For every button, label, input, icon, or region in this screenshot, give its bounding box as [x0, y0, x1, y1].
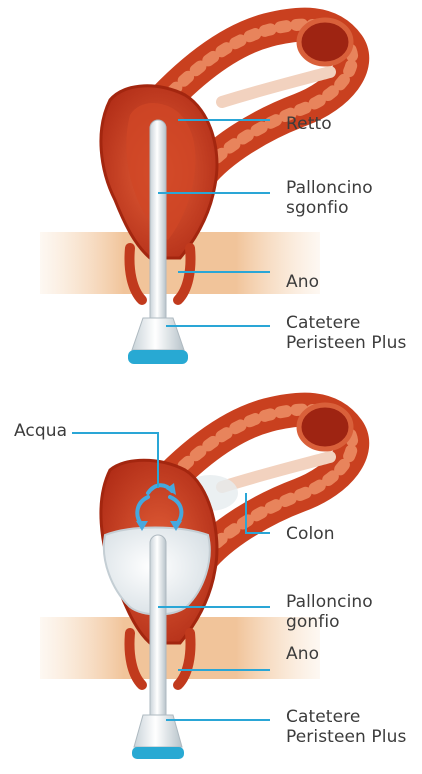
colon-cut-end — [299, 405, 351, 449]
label-catheter: Catetere Peristeen Plus — [286, 313, 406, 353]
label-catheter: Catetere Peristeen Plus — [286, 707, 406, 747]
label-rectum: Retto — [286, 114, 332, 134]
label-balloon-inflated: Palloncino gonfio — [286, 592, 373, 632]
catheter-cap — [128, 350, 188, 364]
catheter-cap — [132, 747, 184, 759]
catheter-base — [132, 318, 184, 350]
label-water: Acqua — [14, 421, 67, 441]
catheter-shaft — [150, 120, 166, 330]
colon-cut-end — [299, 20, 351, 64]
label-anus: Ano — [286, 644, 319, 664]
deflated-illustration-panel: Retto Palloncino sgonfio Ano Catetere Pe… — [0, 0, 422, 380]
label-colon: Colon — [286, 524, 335, 544]
label-anus: Ano — [286, 272, 319, 292]
catheter-shaft — [150, 535, 166, 725]
label-balloon-deflated: Palloncino sgonfio — [286, 178, 373, 218]
inflated-illustration-panel: Acqua Colon Palloncino gonfio Ano Catete… — [0, 385, 422, 774]
